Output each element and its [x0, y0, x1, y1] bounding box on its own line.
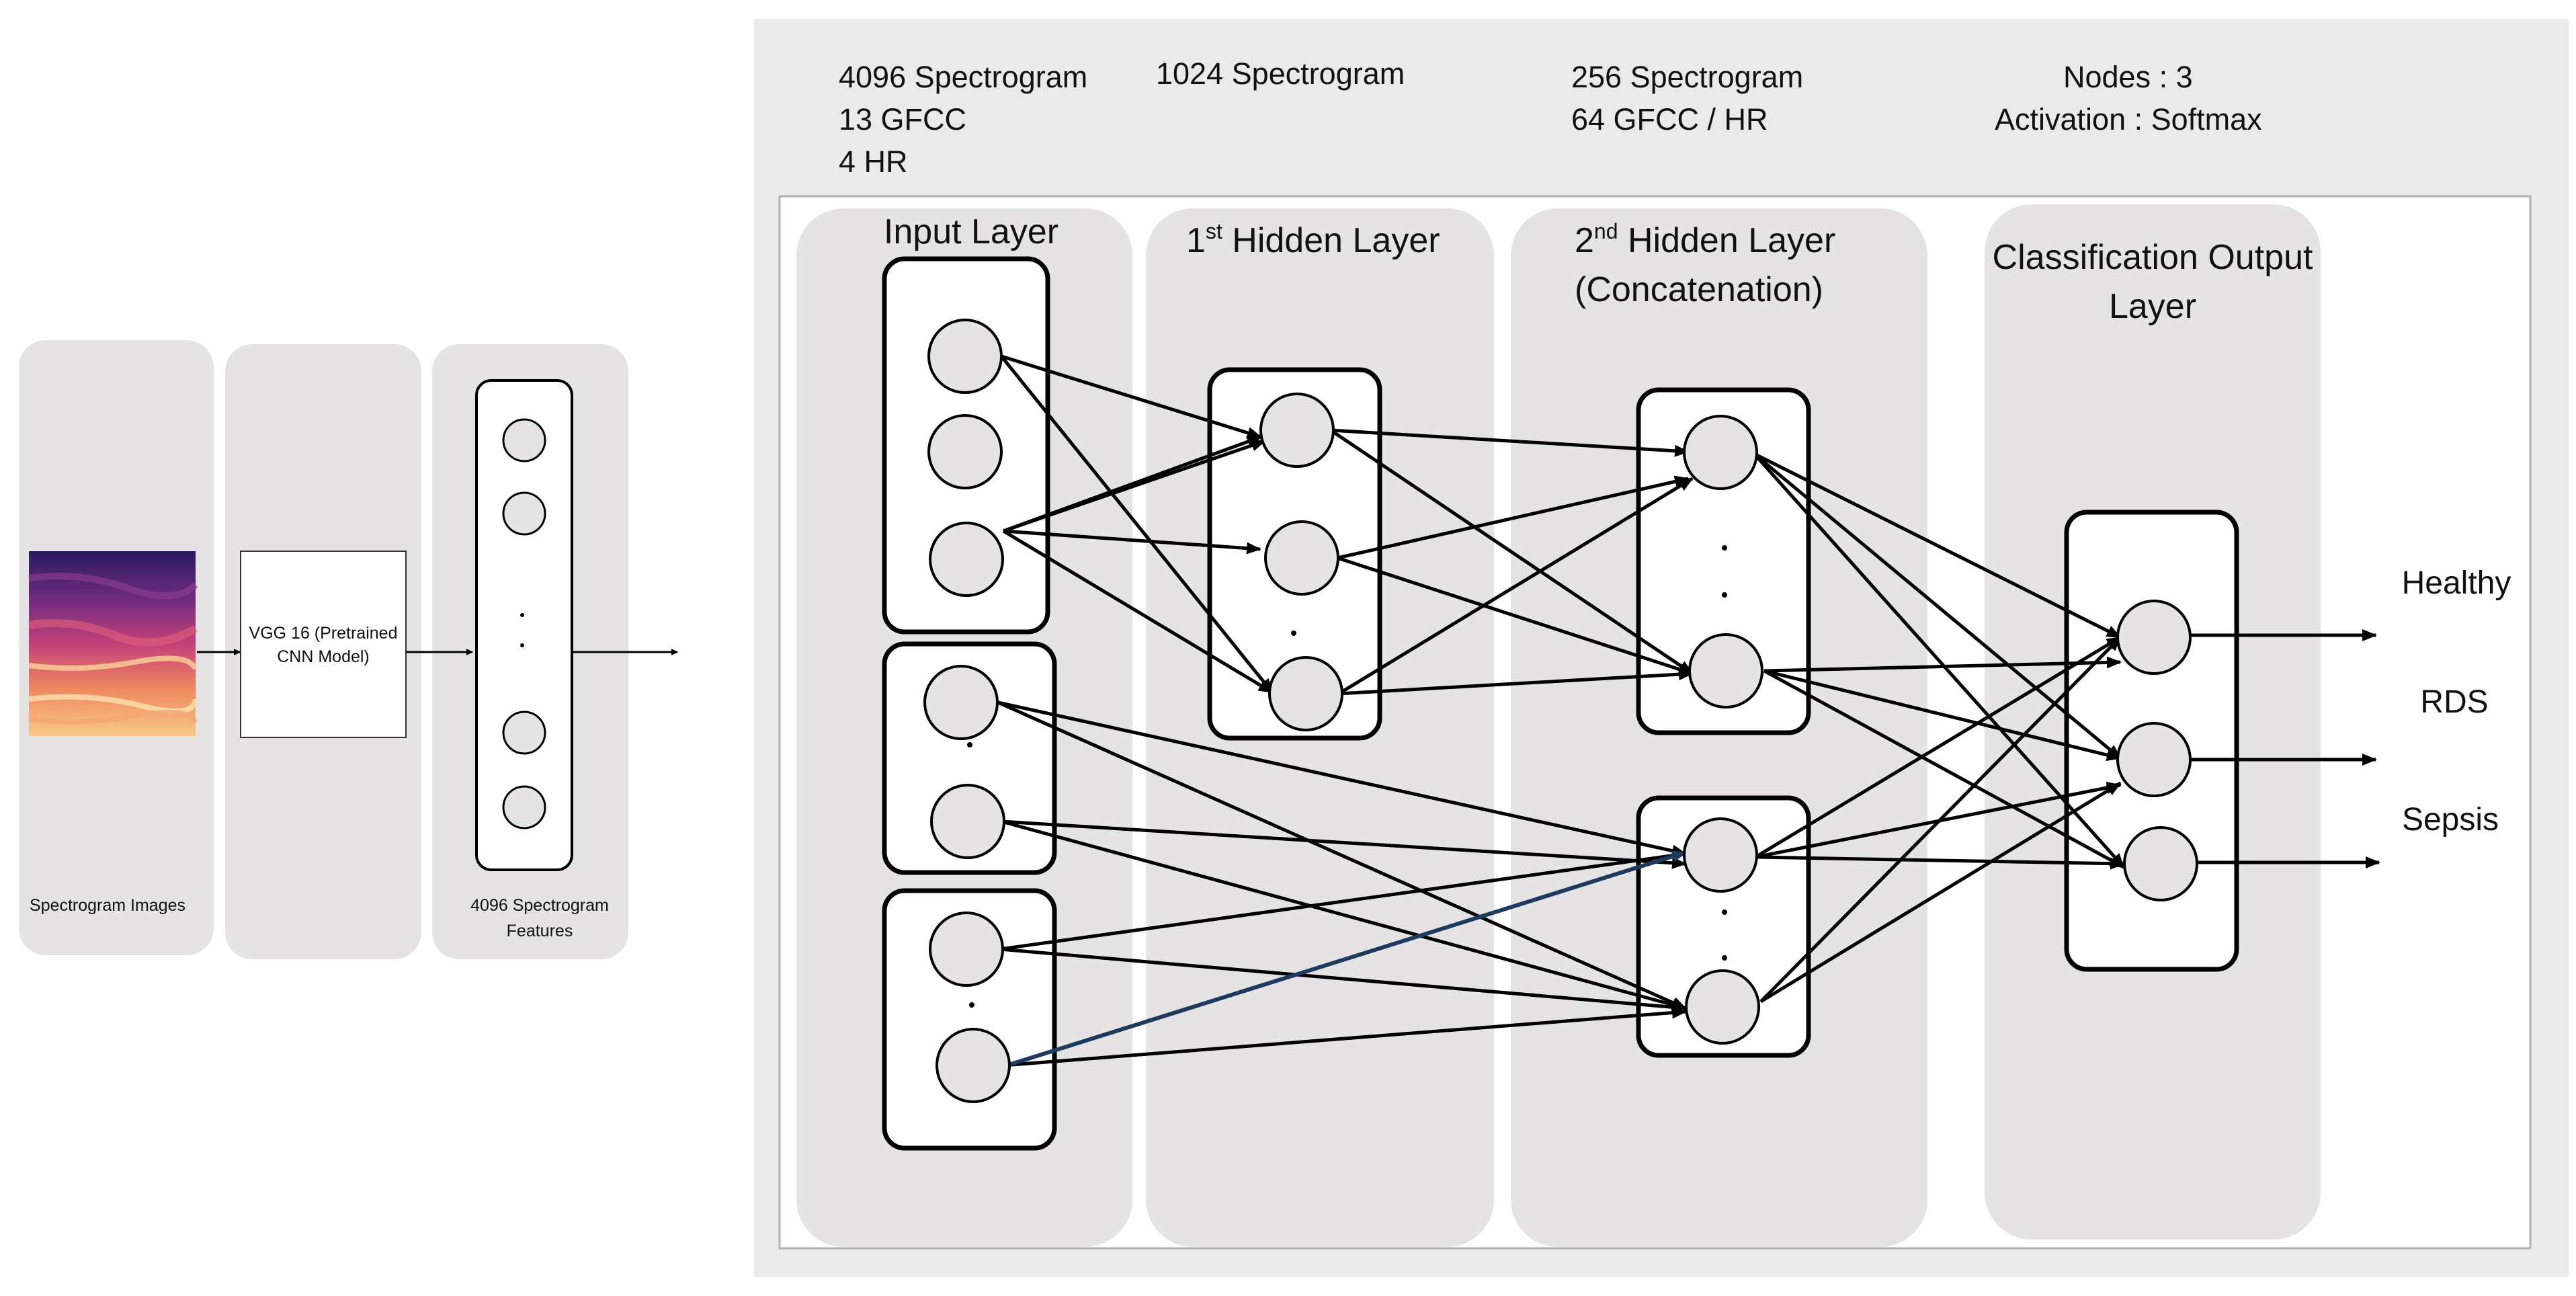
input-node-3	[929, 522, 1004, 597]
features-label-line2: Features	[507, 922, 573, 940]
hidden1-layer-title: 1st Hidden Layer	[1186, 219, 1440, 260]
output-label-rds: RDS	[2420, 684, 2488, 720]
hidden2-node-2	[1688, 633, 1763, 708]
edge	[999, 849, 1687, 951]
feature-node-4	[502, 785, 546, 829]
feature-node-1	[502, 418, 546, 462]
output-info-line2: Activation : Softmax	[1995, 102, 2262, 136]
edge	[1753, 452, 2122, 639]
edge	[1759, 781, 2122, 1004]
hidden2-group-1-dot-1	[1722, 545, 1727, 551]
output-label-healthy: Healthy	[2402, 565, 2511, 601]
input-node-2	[927, 414, 1003, 489]
spectrogram-images-label: Spectrogram Images	[30, 896, 185, 915]
edge	[999, 947, 1687, 1014]
edge	[1338, 668, 1694, 696]
edge	[1001, 354, 1262, 439]
hidden2-node-3	[1683, 817, 1758, 893]
input-node-5	[930, 784, 1005, 859]
hidden2-group-2-dot-2	[1722, 955, 1727, 961]
hidden1-node-2	[1264, 520, 1339, 596]
input-node-1	[927, 319, 1003, 394]
edge	[997, 700, 1687, 1010]
feature-dot-2	[520, 643, 524, 647]
edge	[1753, 452, 2122, 760]
nodes	[923, 319, 2198, 1103]
connections	[997, 354, 2380, 1067]
input-node-6	[929, 912, 1004, 987]
hidden2-info-line1: 256 Spectrogram	[1571, 60, 1803, 94]
hidden1-dot	[1291, 631, 1296, 636]
left-pipeline: Spectrogram Images VGG 16 (Pretrained CN…	[19, 340, 678, 959]
edge	[1002, 529, 1274, 694]
input-node-4	[923, 665, 999, 740]
edge	[1763, 669, 2122, 761]
network-panel: 4096 Spectrogram 13 GFCC 4 HR 1024 Spect…	[754, 19, 2569, 1277]
hidden2-info-line2: 64 GFCC / HR	[1571, 102, 1768, 136]
input-group-2-dot	[967, 742, 972, 747]
input-info-line3: 4 HR	[839, 145, 908, 179]
feature-dot-1	[520, 613, 524, 617]
edge	[1754, 635, 2122, 859]
edge	[1763, 669, 2125, 869]
edge	[997, 700, 1687, 857]
hidden2-node-1	[1683, 415, 1758, 490]
highlighted-edge	[1006, 850, 1687, 1067]
output-layer-title-line1: Classification Output	[1993, 238, 2313, 277]
edge	[1755, 855, 2125, 870]
input-group-3-dot	[969, 1002, 974, 1008]
hidden1-info: 1024 Spectrogram	[1156, 56, 1405, 91]
edge	[1763, 656, 2122, 673]
input-info-line1: 4096 Spectrogram	[839, 60, 1087, 94]
input-info-line2: 13 GFCC	[839, 102, 966, 136]
vgg16-label-line2: CNN Model)	[277, 647, 370, 666]
hidden1-node-3	[1268, 656, 1343, 731]
hidden2-group-1-dot-2	[1722, 592, 1727, 598]
input-node-7	[936, 1028, 1011, 1103]
features-stack	[475, 379, 573, 871]
edge	[1759, 636, 2122, 1003]
input-layer-title: Input Layer	[884, 212, 1058, 251]
spectrogram-image	[28, 551, 198, 736]
hidden2-group-2-dot-1	[1722, 909, 1727, 915]
edge	[1001, 819, 1687, 869]
features-label-line1: 4096 Spectrogram	[470, 896, 609, 915]
edge	[1003, 1006, 1687, 1067]
edge	[1337, 477, 1694, 696]
input-group-3	[882, 888, 1057, 1151]
output-node-1	[2116, 600, 2192, 675]
edge	[1329, 428, 1694, 676]
hidden1-node-1	[1259, 393, 1335, 468]
feature-node-2	[502, 491, 546, 536]
edge	[1003, 439, 1266, 533]
hidden2-layer-title: 2nd Hidden Layer	[1575, 219, 1835, 260]
edge	[1337, 475, 1690, 560]
hidden2-layer-subtitle: (Concatenation)	[1575, 270, 1823, 309]
output-node-3	[2123, 826, 2198, 901]
output-layer-title-line2: Layer	[2109, 287, 2196, 326]
vgg16-label-line1: VGG 16 (Pretrained	[249, 624, 398, 643]
output-info-line1: Nodes : 3	[2063, 60, 2193, 94]
edge	[1001, 819, 1687, 1011]
edge	[1330, 428, 1690, 457]
edge	[1003, 529, 1261, 555]
vgg16-box	[240, 551, 407, 738]
feature-node-3	[502, 711, 546, 755]
edge	[1000, 355, 1274, 694]
output-label-sepsis: Sepsis	[2402, 802, 2499, 838]
edge	[1337, 556, 1694, 676]
output-node-2	[2116, 722, 2192, 797]
hidden2-group-1	[1636, 387, 1811, 735]
hidden2-node-4	[1685, 969, 1760, 1045]
